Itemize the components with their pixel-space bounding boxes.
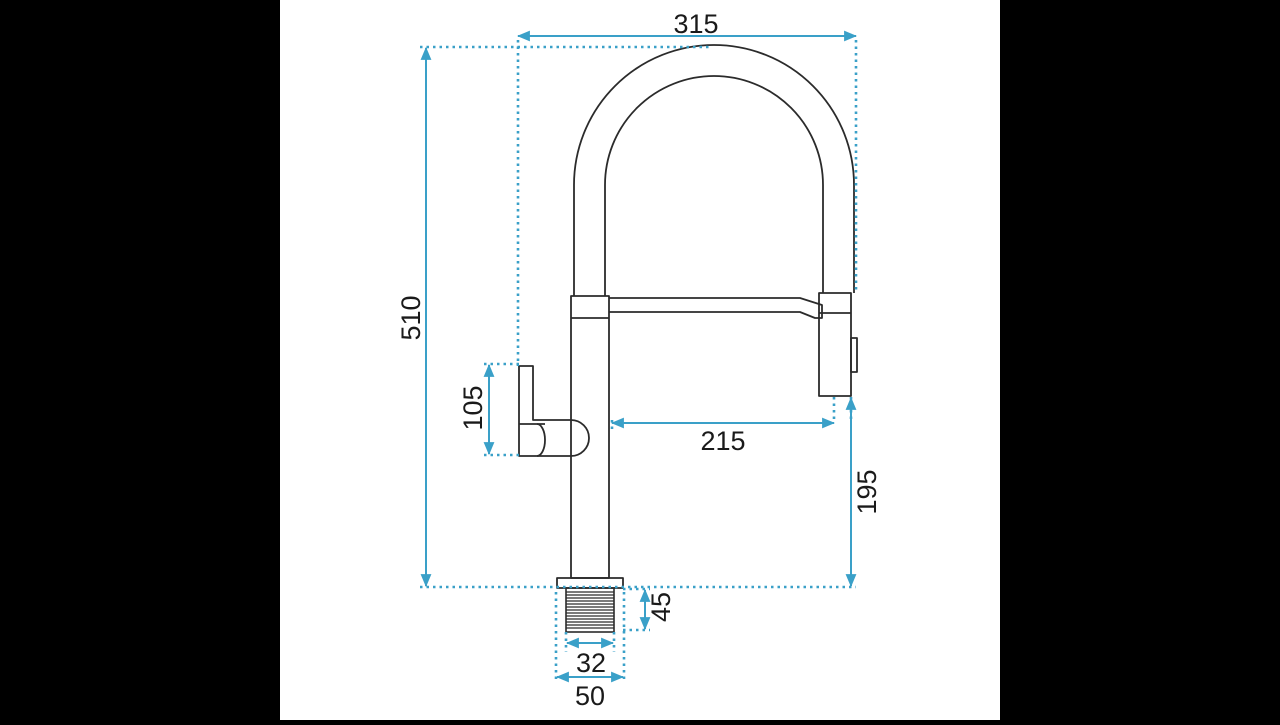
lever-handle	[518, 365, 590, 457]
dimension-lines	[420, 30, 858, 683]
drawing-panel	[280, 0, 1000, 720]
lever-knob	[536, 423, 546, 457]
label-spout-reach: 215	[700, 426, 745, 456]
gooseneck-outer	[573, 44, 855, 296]
faucet-outline	[518, 44, 858, 589]
spray-button	[850, 337, 858, 373]
label-total-height: 510	[396, 295, 426, 340]
label-lever-height: 105	[458, 385, 488, 430]
label-thread-length: 45	[646, 592, 676, 622]
label-total-width: 315	[673, 9, 718, 39]
holder-arm	[609, 297, 823, 319]
dimension-labels: 315 510 105 215 195 45 32 50	[396, 9, 882, 711]
label-base-diameter: 50	[575, 681, 605, 711]
label-outlet-height: 195	[852, 469, 882, 514]
label-thread-diameter: 32	[576, 648, 606, 678]
gooseneck-inner	[604, 75, 824, 296]
threaded-shank	[565, 587, 615, 633]
